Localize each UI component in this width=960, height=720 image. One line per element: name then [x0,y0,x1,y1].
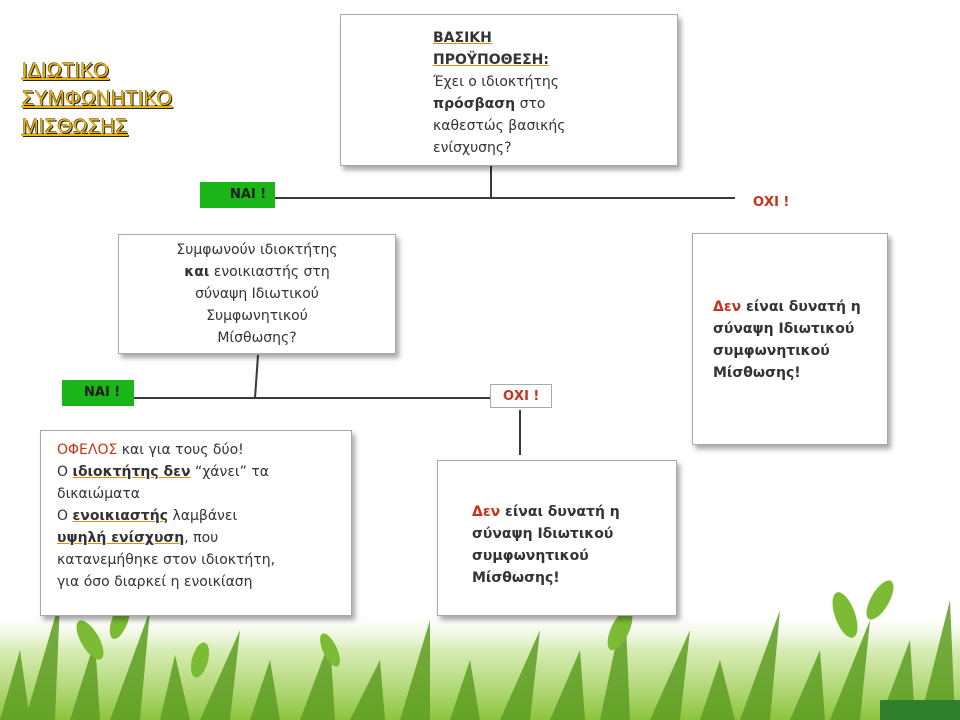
benefit-line-2b: ιδιοκτήτης δεν [72,464,190,480]
basic-text-3: καθεστώς βασικής [433,115,677,137]
benefit-line-1: και για τους δύο! [117,442,243,458]
not-possible-box-bottom: Δεν είναι δυνατή η σύναψη Ιδιωτικού συμφ… [437,460,677,616]
benefit-line-7: για όσο διαρκεί η ενοικίαση [57,571,351,593]
bottom-red-word: Δεν [472,504,500,520]
not-possible-box-right: Δεν είναι δυνατή η σύναψη Ιδιωτικού συμφ… [692,233,888,445]
benefit-line-4c: λαμβάνει [168,508,237,524]
agreement-text-2-bold: και [184,264,209,280]
benefit-line-5c: , που [184,530,218,546]
benefit-box: ΟΦΕΛΟΣ και για τους δύο! Ο ιδιοκτήτης δε… [40,430,352,616]
no-label-top: ΟΧΙ ! [735,192,797,214]
right-text-3: συμφωνητικού [713,340,887,362]
right-red-word: Δεν [713,299,741,315]
right-text-2: σύναψη Ιδιωτικού [713,318,887,340]
basic-heading-1: ΒΑΣΙΚΗ [433,30,492,46]
benefit-line-2c: “χάνει” τα [191,464,270,480]
benefit-line-2a: Ο [57,464,72,480]
bottom-text-1: είναι δυνατή η [500,504,620,520]
benefit-line-5b: υψηλή ενίσχυση [57,530,184,546]
agreement-text-3: σύναψη Ιδιωτικού [119,283,395,305]
benefit-line-4a: Ο [57,508,72,524]
benefit-line-6: κατανεμήθηκε στον ιδιοκτήτη, [57,549,351,571]
agreement-text-4: Συμφωνητικού [119,305,395,327]
agreement-text-1: Συμφωνούν ιδιοκτήτης [119,239,395,261]
bottom-text-3: συμφωνητικού [472,545,676,567]
bottom-text-2: σύναψη Ιδιωτικού [472,523,676,545]
bottom-text-4: Μίσθωσης! [472,567,676,589]
benefit-red-word: ΟΦΕΛΟΣ [57,442,117,458]
right-text-1: είναι δυνατή η [741,299,861,315]
agreement-text-5: Μίσθωσης? [119,327,395,349]
yes-label-top: ΝΑΙ ! [200,182,275,208]
agreement-text-2-rest: ενοικιαστής στη [209,264,329,280]
basic-text-2-rest: στο [515,96,545,112]
yes-label-mid: ΝΑΙ ! [62,380,134,406]
agreement-question-box: Συμφωνούν ιδιοκτήτης και ενοικιαστής στη… [118,234,396,354]
basic-text-2-bold: πρόσβαση [433,96,515,112]
basic-text-4: ενίσχυσης? [433,137,677,159]
right-text-4: Μίσθωσης! [713,362,887,384]
benefit-line-3: δικαιώματα [57,483,351,505]
basic-text-1: Έχει ο ιδιοκτήτης [433,71,677,93]
benefit-line-4b: ενοικιαστής [72,508,168,524]
basic-condition-box: ΒΑΣΙΚΗ ΠΡΟΫΠΟΘΕΣΗ: Έχει ο ιδιοκτήτης πρό… [340,14,678,166]
no-label-mid: ΟΧΙ ! [490,384,552,408]
basic-heading-2: ΠΡΟΫΠΟΘΕΣΗ: [433,52,549,68]
